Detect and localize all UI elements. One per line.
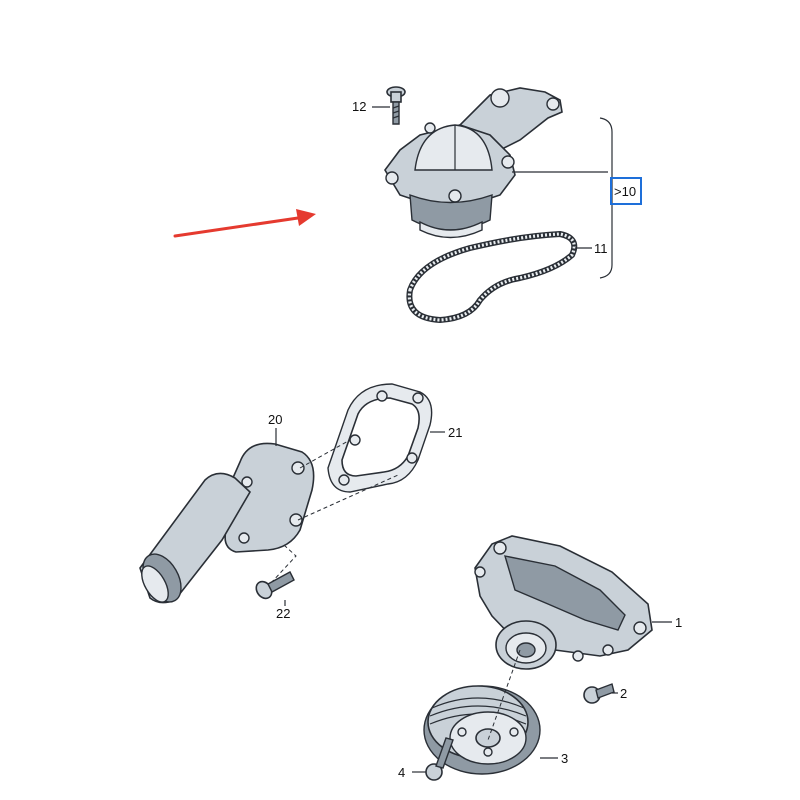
gasket-11 <box>406 230 578 324</box>
callout-2: 2 <box>620 686 627 701</box>
bolt-12 <box>386 86 406 125</box>
bolt-4 <box>425 737 454 781</box>
callout-10: >10 <box>614 184 636 199</box>
callout-21: 21 <box>448 425 462 440</box>
thermostat-housing <box>384 87 563 239</box>
callout-20: 20 <box>268 412 282 427</box>
bolt-22 <box>255 571 295 600</box>
callout-12: 12 <box>352 99 366 114</box>
callout-11: 11 <box>594 241 608 256</box>
bolt-2 <box>583 683 615 704</box>
red-arrow <box>173 209 316 238</box>
coolant-elbow-20 <box>139 442 315 604</box>
flange-gasket-21 <box>327 383 433 493</box>
callout-10-highlight <box>610 177 642 205</box>
callout-22: 22 <box>276 606 290 621</box>
callout-3: 3 <box>561 751 568 766</box>
callout-4: 4 <box>398 765 405 780</box>
callout-1: 1 <box>675 615 682 630</box>
water-pump-1 <box>474 535 653 670</box>
